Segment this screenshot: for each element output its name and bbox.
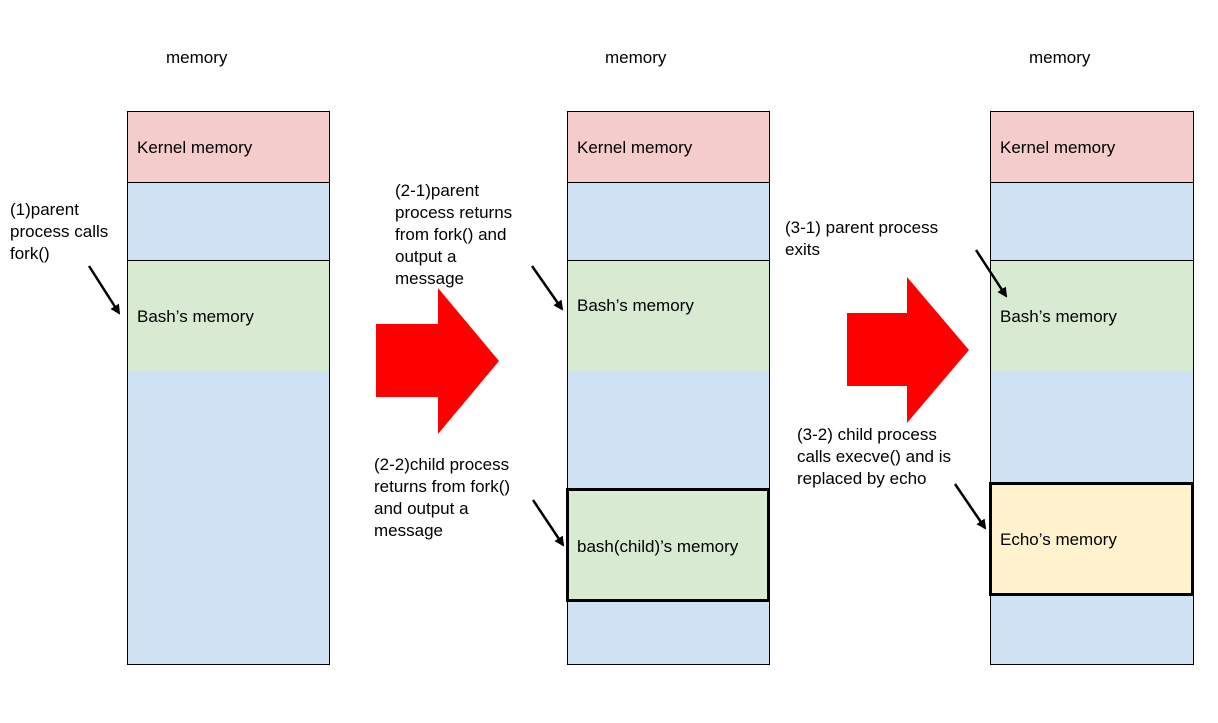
panel-3-kernel-segment: Kernel memory (991, 112, 1193, 183)
panel-1-free-segment-top (128, 183, 329, 261)
panel-2-free-segment-bottom (568, 600, 769, 664)
panel-2-child-annotation: (2-2)child process returns from fork() a… (374, 455, 511, 540)
panel-3-kernel-label: Kernel memory (1000, 138, 1116, 157)
panel-2-parent-pointer-arrow (530, 265, 564, 311)
panel-2-child-segment: bash(child)’s memory (566, 488, 770, 602)
panel-2-parent-annotation: (2-1)parent process returns from fork() … (395, 181, 513, 288)
transition-arrow-1 (376, 288, 499, 434)
panel-2-free-segment-middle (568, 371, 769, 490)
panel-3-child-pointer-arrow (953, 483, 987, 530)
panel-3-echo-label: Echo’s memory (1000, 530, 1117, 549)
panel-3-parent-annotation: (3-1) parent process exits (785, 218, 939, 259)
panel-2-kernel-label: Kernel memory (577, 138, 693, 157)
panel-2-memory-column: Kernel memory Bash’s memory (567, 111, 770, 665)
panel-1-bash-segment: Bash’s memory (128, 260, 329, 372)
panel-3-memory-column: Kernel memory Bash’s memory (990, 111, 1194, 665)
panel-1-kernel-segment: Kernel memory (128, 112, 329, 183)
panel-3-free-segment-middle (991, 371, 1193, 484)
panel-1-kernel-label: Kernel memory (137, 138, 253, 157)
panel-1-free-segment-bottom (128, 371, 329, 664)
panel-1-memory-column: Kernel memory Bash’s memory (127, 111, 330, 665)
panel-2-child-label: bash(child)’s memory (577, 537, 739, 556)
panel-1-title: memory (166, 48, 228, 67)
panel-2-title: memory (605, 48, 667, 67)
transition-arrow-2 (847, 277, 969, 423)
panel-3-bash-label: Bash’s memory (1000, 307, 1117, 326)
panel-2-bash-label: Bash’s memory (577, 296, 694, 315)
panel-2-bash-segment: Bash’s memory (568, 260, 769, 372)
panel-1-pointer-arrow (87, 265, 121, 315)
panel-1-bash-label: Bash’s memory (137, 307, 254, 326)
panel-2-kernel-segment: Kernel memory (568, 112, 769, 183)
panel-3-free-segment-top (991, 183, 1193, 261)
panel-3-free-segment-bottom (991, 595, 1193, 664)
panel-3-echo-segment: Echo’s memory (989, 482, 1194, 596)
panel-3-bash-segment: Bash’s memory (991, 260, 1193, 372)
panel-2-free-segment-top (568, 183, 769, 261)
panel-3-child-annotation: (3-2) child process calls execve() and i… (797, 425, 952, 488)
panel-1-annotation: (1)parent process calls fork() (10, 200, 109, 263)
panel-2-child-pointer-arrow (531, 499, 565, 547)
panel-3-title: memory (1029, 48, 1091, 67)
panel-3-parent-pointer-arrow (974, 249, 1008, 298)
